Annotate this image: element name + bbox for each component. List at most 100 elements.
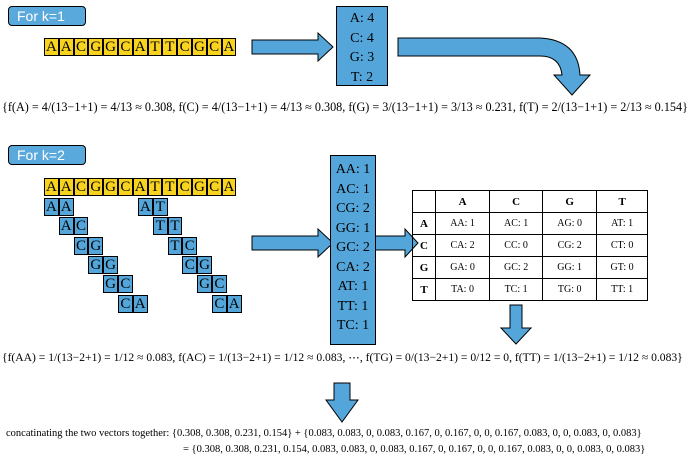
- matrix-row-header: T: [412, 278, 436, 301]
- nucleotide: T: [147, 38, 163, 56]
- k1-frequency-formula: {f(A) = 4/(13−1+1) = 4/13 ≈ 0.308, f(C) …: [2, 100, 688, 114]
- nucleotide: G: [103, 275, 118, 294]
- nucleotide: G: [88, 236, 104, 255]
- matrix-cell: AG: 0: [542, 212, 598, 235]
- concat-line-2: = {0.308, 0.308, 0.231, 0.154, 0.083, 0.…: [183, 444, 646, 455]
- nucleotide: C: [211, 275, 227, 294]
- matrix-cell: GA: 0: [434, 256, 491, 279]
- nucleotide: A: [132, 178, 148, 196]
- count-entry: AA: 1: [335, 162, 371, 177]
- matrix-row-header: A: [412, 212, 436, 235]
- matrix-cell: AA: 1: [434, 212, 491, 235]
- k2-label: For k=2: [8, 145, 86, 165]
- matrix-cell: CC: 0: [489, 234, 544, 257]
- count-entry: A: 4: [349, 11, 375, 26]
- nucleotide: A: [44, 198, 59, 216]
- concat-prefix: concatinating the two vectors together:: [6, 428, 170, 439]
- nucleotide: T: [152, 198, 168, 216]
- nucleotide: G: [103, 38, 118, 56]
- matrix-cell: TT: 1: [596, 278, 648, 301]
- arrows-layer: [251, 31, 592, 423]
- down-arrow: [325, 382, 359, 423]
- nucleotide: C: [73, 236, 89, 255]
- nucleotide: T: [152, 217, 168, 236]
- concat-vectors: {0.308, 0.308, 0.231, 0.154} + {0.083, 0…: [171, 428, 642, 439]
- right-arrow: [251, 227, 334, 259]
- matrix-cell: CT: 0: [596, 234, 648, 257]
- nucleotide: C: [182, 255, 198, 274]
- nucleotide: A: [58, 198, 74, 216]
- count-entry: AT: 1: [337, 279, 369, 294]
- count-entry: GG: 1: [335, 220, 371, 236]
- matrix-col-header: G: [542, 190, 598, 213]
- nucleotide: C: [117, 38, 133, 56]
- k1-count-box: A: 4 C: 4 G: 3 T: 2: [336, 6, 388, 86]
- count-entry: T: 2: [350, 69, 374, 85]
- nucleotide: G: [88, 255, 104, 274]
- matrix-cell: AC: 1: [489, 212, 544, 235]
- matrix-col-header: A: [434, 190, 491, 213]
- nucleotide: T: [162, 38, 178, 56]
- matrix-cell: GC: 2: [489, 256, 544, 279]
- nucleotide: G: [197, 275, 212, 294]
- nucleotide: A: [58, 38, 74, 56]
- count-entry: CA: 2: [336, 259, 370, 275]
- nucleotide: C: [73, 38, 89, 56]
- matrix-col-header: T: [596, 190, 648, 213]
- count-entry: CG: 2: [336, 201, 370, 216]
- nucleotide: G: [191, 38, 207, 56]
- nucleotide: A: [221, 178, 237, 196]
- nucleotide: C: [73, 178, 89, 196]
- nucleotide: A: [132, 294, 148, 313]
- nucleotide: C: [118, 294, 133, 313]
- nucleotide: C: [182, 236, 198, 255]
- matrix-cell: TC: 1: [489, 278, 544, 301]
- nucleotide: A: [226, 294, 242, 313]
- right-arrow: [251, 31, 334, 63]
- count-entry: TC: 1: [336, 318, 370, 333]
- diagram-canvas: { "k1": { "label": "For k=1", "sequence"…: [2, 6, 688, 455]
- count-entry: GC: 2: [336, 240, 370, 255]
- nucleotide: T: [167, 236, 183, 255]
- matrix-cell: TA: 0: [434, 278, 491, 301]
- count-entry: G: 3: [349, 50, 375, 65]
- k2-frequency-formula: {f(AA) = 1/(13−2+1) = 1/12 ≈ 0.083, f(AC…: [2, 351, 683, 364]
- count-entry: C: 4: [350, 30, 374, 46]
- nucleotide: A: [138, 198, 153, 216]
- nucleotide: T: [167, 217, 183, 236]
- nucleotide: G: [197, 255, 212, 274]
- nucleotide: C: [117, 178, 133, 196]
- nucleotide: C: [73, 217, 89, 236]
- nucleotide: C: [177, 178, 192, 196]
- matrix-row-header: G: [412, 256, 436, 279]
- nucleotide: C: [117, 275, 133, 294]
- down-arrow: [499, 304, 533, 345]
- nucleotide: C: [177, 38, 192, 56]
- matrix-cell: CG: 2: [542, 234, 598, 257]
- right-arrow: [369, 227, 419, 259]
- concat-line-1: concatinating the two vectors together: …: [6, 428, 642, 439]
- nucleotide: A: [44, 178, 59, 196]
- curved-arrow: [397, 37, 592, 96]
- count-entry: TT: 1: [337, 298, 369, 314]
- matrix-cell: CA: 2: [434, 234, 491, 257]
- matrix-cell: AT: 1: [596, 212, 648, 235]
- nucleotide: G: [103, 255, 118, 274]
- matrix-row-header: C: [412, 234, 436, 257]
- nucleotide: A: [44, 38, 59, 56]
- nucleotide: G: [88, 178, 104, 196]
